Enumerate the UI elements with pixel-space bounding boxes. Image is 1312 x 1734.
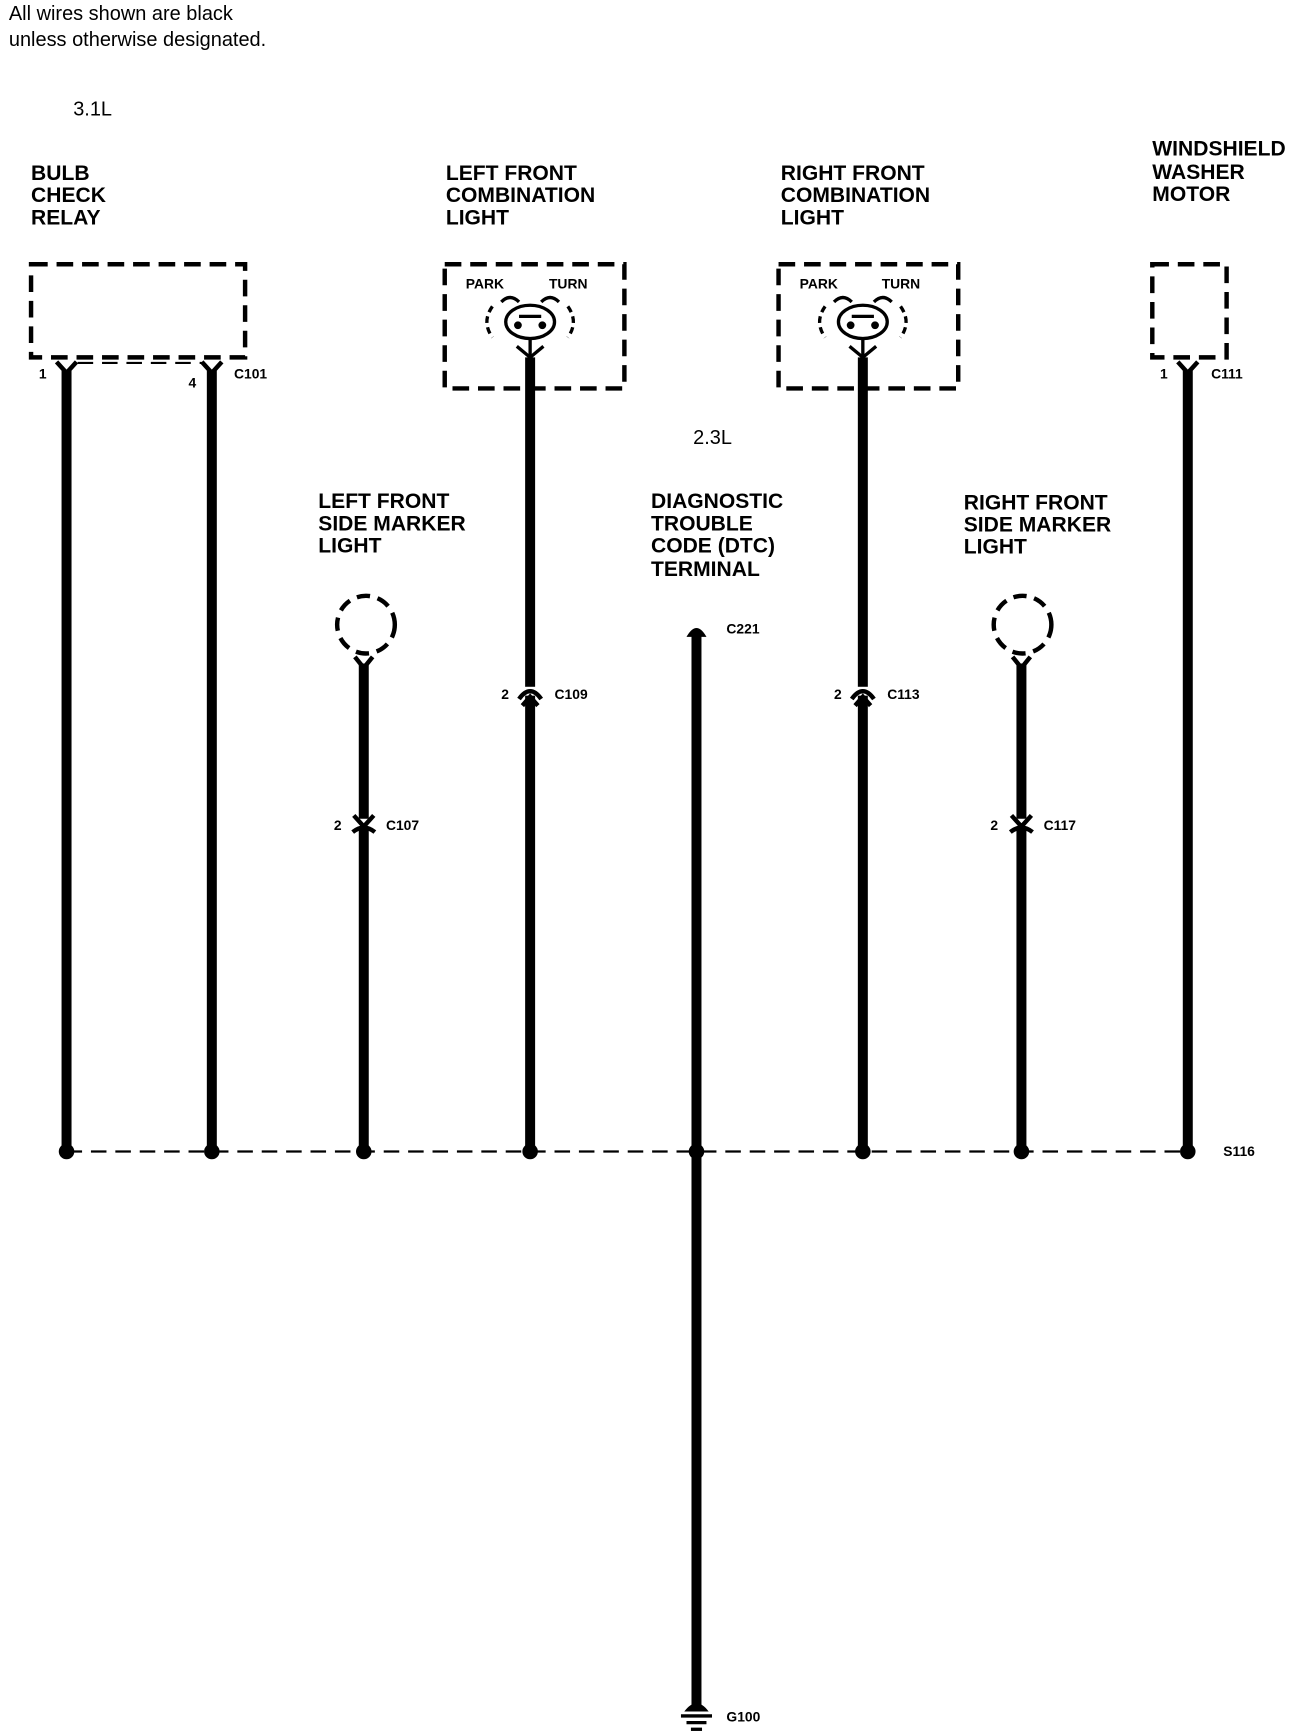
rf-combo-label-line-2: COMBINATION xyxy=(781,184,930,207)
splice-dot-relay-pin-4 xyxy=(204,1143,220,1160)
lf-combo-label-line-1: LEFT FRONT xyxy=(446,162,577,185)
c107-female-cup xyxy=(351,825,377,834)
splice-dot-lf-combo xyxy=(522,1143,538,1160)
connector-c109: 2 C109 xyxy=(501,686,588,708)
ground-label: G100 xyxy=(726,1709,760,1725)
rf-marker-label-line-1: RIGHT FRONT xyxy=(964,491,1108,514)
lf-combo-turn-label: TURN xyxy=(549,276,588,292)
rf-bulb-park-filament xyxy=(832,295,853,304)
engine-label-2-3l: 2.3L xyxy=(693,427,732,449)
washer-label-line-3: MOTOR xyxy=(1152,183,1230,206)
c117-female-cup xyxy=(1008,825,1034,834)
right-front-side-marker-light: RIGHT FRONT SIDE MARKER LIGHT 2 C117 xyxy=(964,491,1111,1152)
relay-label-line-3: RELAY xyxy=(31,206,100,229)
splice-dot-relay-pin-1 xyxy=(58,1143,75,1160)
splice-dot-rf-marker xyxy=(1013,1143,1030,1160)
relay-pin-1-label: 1 xyxy=(39,365,47,381)
rf-bulb-right-bracket xyxy=(899,305,908,339)
lf-bulb-contact-right xyxy=(538,321,547,330)
relay-connector-label: C101 xyxy=(234,365,267,381)
rf-bulb-left-bracket xyxy=(817,305,827,339)
lf-combo-bulb-icon xyxy=(485,295,576,360)
lf-marker-label-line-3: LIGHT xyxy=(318,535,381,558)
c117-gap xyxy=(1010,818,1033,827)
engine-label-3-1l: 3.1L xyxy=(73,99,112,121)
rf-combo-bulb-icon xyxy=(817,295,908,360)
ground-g100: G100 xyxy=(680,1703,761,1731)
c117-pin-label: 2 xyxy=(990,817,998,833)
rf-combo-turn-label: TURN xyxy=(882,276,921,292)
c117-label: C117 xyxy=(1044,817,1077,833)
splice-dot-washer xyxy=(1180,1143,1196,1160)
splice-s116: S116 xyxy=(58,1143,1255,1160)
connector-c117: 2 C117 xyxy=(990,813,1077,834)
relay-label-line-1: BULB xyxy=(31,162,90,185)
c113-female-cup xyxy=(849,689,876,701)
c113-label: C113 xyxy=(887,686,920,702)
rf-bulb-contact-left xyxy=(846,321,855,330)
rf-marker-lamp-icon xyxy=(991,593,1054,656)
lf-bulb-right-bracket xyxy=(566,305,576,339)
bulb-check-relay: BULB CHECK RELAY 1 4 C101 xyxy=(28,162,267,1152)
rf-marker-label-line-3: LIGHT xyxy=(964,536,1027,559)
note-line-1: All wires shown are black xyxy=(9,3,233,25)
left-front-side-marker-light: LEFT FRONT SIDE MARKER LIGHT 2 C107 xyxy=(318,490,466,1152)
ground-icon-body xyxy=(684,1703,709,1712)
dtc-label-line-1: DIAGNOSTIC xyxy=(651,490,783,513)
washer-dashed-box xyxy=(1150,262,1229,360)
connector-c113: 2 C113 xyxy=(834,686,920,708)
dtc-label-line-3: CODE (DTC) xyxy=(651,535,775,558)
c109-pin-label: 2 xyxy=(501,686,509,702)
lf-bulb-left-bracket xyxy=(485,305,494,339)
lf-bulb-contact-left xyxy=(514,321,522,330)
dtc-terminal: DIAGNOSTIC TROUBLE CODE (DTC) TERMINAL C… xyxy=(651,490,783,1706)
left-front-combination-light: LEFT FRONT COMBINATION LIGHT PARK TURN 2… xyxy=(442,162,627,1152)
lf-marker-label-line-2: SIDE MARKER xyxy=(318,512,465,535)
c107-pin-label: 2 xyxy=(334,817,342,833)
lf-bulb-turn-filament xyxy=(540,295,561,304)
rf-bulb-turn-filament xyxy=(872,295,893,304)
rf-combo-dashed-box xyxy=(776,262,961,391)
c109-male-pin xyxy=(520,693,540,708)
lf-combo-label-line-3: LIGHT xyxy=(446,206,509,229)
lf-bulb-park-filament xyxy=(500,295,521,304)
c221-label: C221 xyxy=(726,621,759,637)
rf-bulb-body xyxy=(836,303,889,341)
lf-marker-lamp-icon xyxy=(334,593,398,656)
relay-pin-4-label: 4 xyxy=(189,374,197,390)
rf-combo-park-label: PARK xyxy=(800,276,838,292)
dtc-label-line-2: TROUBLE xyxy=(651,512,753,535)
washer-connector-label: C111 xyxy=(1211,365,1243,381)
splice-dot-rf-combo xyxy=(855,1143,871,1160)
note-line-2: unless otherwise designated. xyxy=(9,29,266,51)
c113-pin-label: 2 xyxy=(834,686,842,702)
washer-pin-label: 1 xyxy=(1160,365,1168,381)
washer-label-line-2: WASHER xyxy=(1152,161,1244,184)
rf-marker-label-line-2: SIDE MARKER xyxy=(964,514,1111,537)
rf-bulb-contact-right xyxy=(871,321,879,330)
lf-combo-park-label: PARK xyxy=(466,276,504,292)
splice-dot-dtc xyxy=(688,1143,705,1160)
lf-bulb-body xyxy=(504,303,557,341)
washer-label-line-1: WINDSHIELD xyxy=(1152,138,1285,161)
lf-marker-label-line-1: LEFT FRONT xyxy=(318,490,449,513)
right-front-combination-light: RIGHT FRONT COMBINATION LIGHT PARK TURN … xyxy=(776,162,961,1152)
windshield-washer-motor: WINDSHIELD WASHER MOTOR 1 C111 xyxy=(1150,138,1286,1152)
splice-dot-lf-marker xyxy=(356,1143,372,1160)
splice-label: S116 xyxy=(1223,1143,1255,1159)
c113-male-pin xyxy=(853,693,873,708)
relay-label-line-2: CHECK xyxy=(31,184,107,207)
c109-label: C109 xyxy=(555,686,588,702)
relay-dashed-box xyxy=(28,262,248,360)
connector-c107: 2 C107 xyxy=(334,813,419,834)
rf-combo-label-line-3: LIGHT xyxy=(781,206,844,229)
dtc-label-line-4: TERMINAL xyxy=(651,558,760,581)
c109-female-cup xyxy=(517,689,544,701)
c107-label: C107 xyxy=(386,817,419,833)
lf-combo-label-line-2: COMBINATION xyxy=(446,184,595,207)
wire-color-note: All wires shown are black unless otherwi… xyxy=(9,3,266,51)
rf-combo-label-line-1: RIGHT FRONT xyxy=(781,162,925,185)
c107-gap xyxy=(352,818,375,827)
